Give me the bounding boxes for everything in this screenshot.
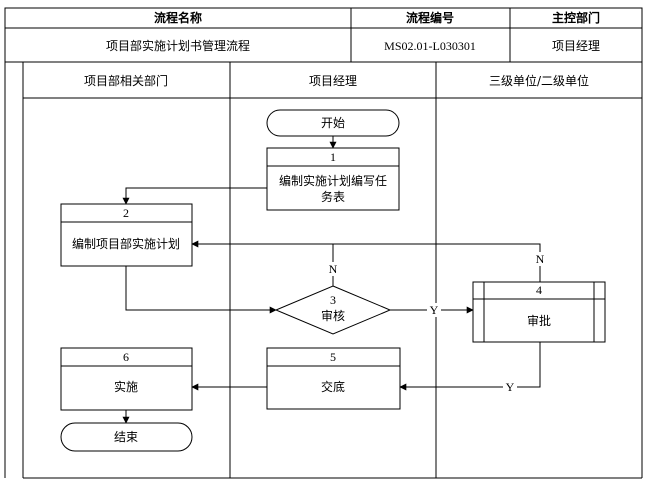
process-code-value: MS02.01-L030301 [384,39,476,53]
edge-3-no-to-2 [191,240,334,286]
process-node-6: 6 实施 [60,347,193,411]
edge-4-yes-to-5 [399,342,541,391]
end-node: 结束 [60,422,193,452]
process-node-5-label: 交底 [321,379,345,394]
process-node-4: 4 审批 [472,281,606,343]
header-table: 流程名称 流程编号 主控部门 项目部实施计划书管理流程 MS02.01-L030… [4,7,643,63]
owner-dept-header: 主控部门 [552,10,600,25]
process-node-1-number: 1 [330,150,336,164]
edge-4-no-to-2 [192,243,541,282]
process-name-header: 流程名称 [154,10,202,25]
process-node-4-label: 审批 [527,313,551,328]
process-node-1: 1 编制实施计划编写任 务表 [266,147,400,211]
decision-node-3: 3 审核 [274,285,392,335]
swimlane-frame [4,62,643,479]
lane-label-project-manager: 项目经理 [309,74,357,88]
owner-dept-value: 项目经理 [552,39,600,53]
lane-label-units: 三级单位/二级单位 [489,73,589,88]
decision-node-3-number: 3 [330,293,336,307]
process-node-2: 2 编制项目部实施计划 [60,203,193,267]
process-code-header: 流程编号 [406,10,454,25]
decision-node-3-label: 审核 [321,308,345,323]
process-node-5-number: 5 [330,350,336,364]
lane-label-project-departments: 项目部相关部门 [84,73,168,88]
process-node-6-number: 6 [123,350,129,364]
process-name-value: 项目部实施计划书管理流程 [106,38,250,53]
process-node-2-label: 编制项目部实施计划 [72,236,180,251]
edge-2-to-3 [125,266,277,314]
process-node-1-label-line2: 务表 [321,189,345,204]
end-node-label: 结束 [114,430,138,444]
process-node-5: 5 交底 [266,347,401,410]
start-node-label: 开始 [321,116,345,130]
process-node-1-label-line1: 编制实施计划编写任 [279,173,387,188]
edge-label-3-yes: Y [430,303,439,317]
edge-label-4-yes: Y [506,380,515,394]
edge-1-to-2 [122,187,267,205]
start-node: 开始 [266,109,400,137]
edge-label-3-no: N [329,262,338,276]
process-node-6-label: 实施 [114,379,138,394]
edge-label-4-no: N [536,252,545,266]
process-node-2-number: 2 [123,206,129,220]
process-node-4-number: 4 [536,283,542,297]
